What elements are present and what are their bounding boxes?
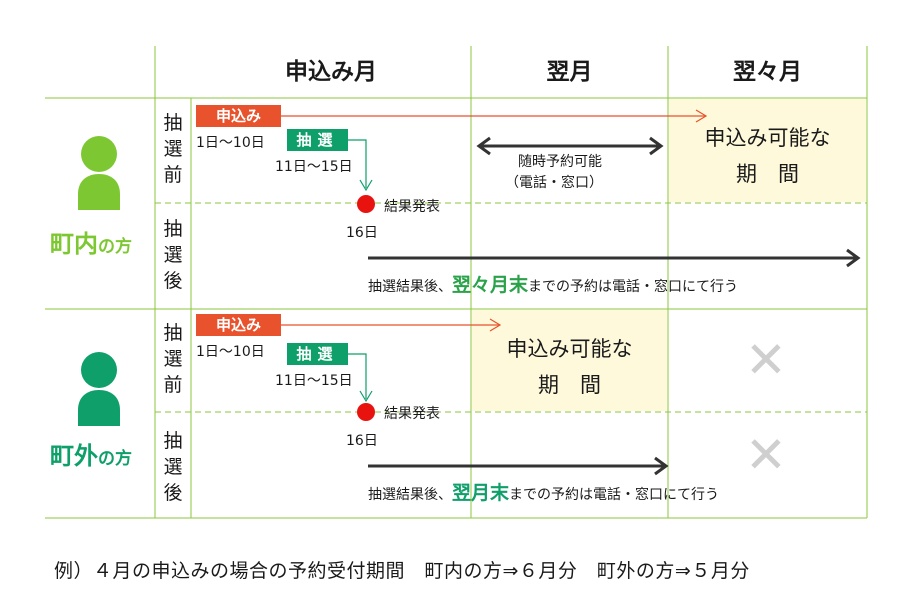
result-marker-outside (357, 403, 375, 421)
apply-period-outside: 1日～10日 (196, 344, 265, 360)
phase-label-outside-before: 抽選前 (163, 322, 183, 396)
apply-period-inside: 1日～10日 (196, 135, 265, 151)
lottery-period-inside: 11日～15日 (275, 159, 353, 175)
not-available-mark-1: ✕ (745, 331, 787, 389)
column-header-next-month: 翌月 (546, 59, 593, 85)
lottery-connector-inside (348, 139, 373, 192)
column-header-month-after-next: 翌々月 (733, 59, 802, 85)
footer-example-note: 例）４月の申込みの場合の予約受付期間 町内の方⇒６月分 町外の方⇒５月分 (54, 560, 750, 582)
result-day-inside: 16日 (346, 225, 378, 241)
after-note-outside: 抽選結果後、翌月末までの予約は電話・窓口にて行う (368, 482, 720, 504)
anytime-line2: （電話・窓口） (505, 175, 603, 191)
result-label-inside: 結果発表 (384, 199, 440, 215)
apply-arrow-outside (281, 318, 502, 332)
lottery-period-outside: 11日～15日 (275, 373, 353, 389)
result-day-outside: 16日 (346, 433, 378, 449)
person-icon-inside (78, 136, 120, 210)
anytime-double-arrow (476, 136, 664, 156)
column-header-apply-month: 申込み月 (285, 59, 377, 85)
apply-arrow-inside (281, 109, 708, 123)
phase-label-inside-before: 抽選前 (163, 112, 183, 186)
apply-tag-inside: 申込み (196, 105, 281, 127)
result-label-outside: 結果発表 (384, 406, 440, 422)
available-text-inside: 申込み可能な期 間 (704, 126, 831, 186)
after-arrow-outside (368, 456, 669, 476)
available-text-outside: 申込み可能な期 間 (506, 337, 633, 397)
anytime-line1: 随時予約可能 (518, 154, 602, 170)
after-note-inside: 抽選結果後、翌々月末までの予約は電話・窓口にて行う (368, 274, 739, 296)
lottery-connector-outside (348, 353, 373, 403)
group-label-outside: 町外の方 (50, 442, 132, 470)
person-icon-outside (78, 352, 120, 426)
phase-label-inside-after: 抽選後 (163, 218, 183, 292)
result-marker-inside (357, 195, 375, 213)
phase-label-outside-after: 抽選後 (163, 430, 183, 504)
not-available-mark-2: ✕ (745, 426, 787, 484)
lottery-tag-outside: 抽選 (287, 343, 348, 365)
group-label-inside: 町内の方 (50, 230, 132, 258)
lottery-tag-inside: 抽選 (287, 129, 348, 151)
after-arrow-inside (368, 248, 861, 268)
available-period-box-outside (472, 310, 667, 411)
apply-tag-outside: 申込み (196, 314, 281, 336)
